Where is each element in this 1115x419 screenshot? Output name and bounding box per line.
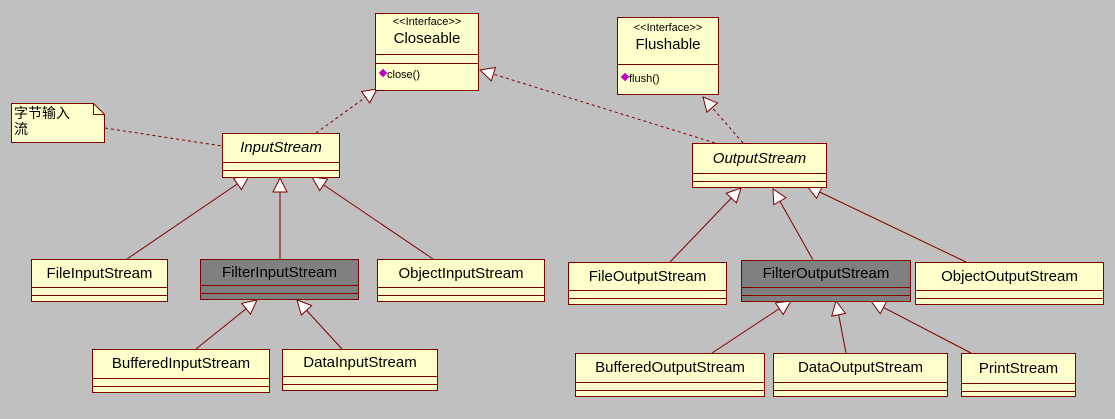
class-inputstream[interactable]: InputStream (222, 133, 340, 178)
class-name: PrintStream (978, 360, 1059, 377)
operations-compartment (283, 384, 437, 391)
class-datainputstream[interactable]: DataInputStream (282, 349, 438, 391)
attributes-compartment (916, 290, 1103, 298)
attributes-compartment (93, 378, 269, 386)
operations-compartment (223, 170, 339, 177)
stereotype-label: <<Interface>> (392, 16, 462, 28)
class-name: ObjectOutputStream (941, 268, 1078, 285)
class-name: Flushable (635, 36, 701, 53)
class-name: DataOutputStream (797, 359, 924, 376)
attributes-compartment (32, 287, 167, 295)
class-fileoutputstream[interactable]: FileOutputStream (568, 262, 727, 305)
operation-marker-icon (620, 72, 630, 82)
operations-compartment (693, 181, 826, 188)
class-name: OutputStream (712, 150, 807, 167)
operation-marker-icon (378, 68, 388, 78)
operation-close: close() (387, 69, 421, 81)
class-closeable[interactable]: <<Interface>> Closeable close() (375, 13, 479, 91)
operations-compartment: flush() (618, 64, 718, 95)
class-objectinputstream[interactable]: ObjectInputStream (377, 259, 545, 302)
inherit-fileoutputstream (669, 188, 741, 263)
note-line-2: 流 (14, 121, 28, 137)
operations-compartment (201, 293, 358, 300)
inherit-objectinputstream (312, 177, 434, 260)
stereotype-label: <<Interface>> (633, 22, 703, 34)
operation-flush: flush() (629, 73, 660, 85)
inherit-bufferedoutputstream (711, 301, 791, 354)
class-bufferedoutputstream[interactable]: BufferedOutputStream (575, 353, 765, 397)
operations-compartment: close() (376, 63, 478, 92)
class-name: FileInputStream (46, 265, 153, 282)
class-bufferedinputstream[interactable]: BufferedInputStream (92, 349, 270, 393)
class-name: Closeable (393, 30, 461, 47)
class-name: FilterInputStream (221, 264, 338, 281)
attributes-compartment (283, 376, 437, 384)
class-name: ObjectInputStream (398, 265, 524, 282)
operations-compartment (916, 298, 1103, 305)
inherit-datainputstream (297, 300, 343, 350)
note-link (104, 127, 223, 147)
note[interactable]: 字节输入 流 (11, 103, 105, 143)
operations-compartment (32, 295, 167, 302)
class-filterinputstream[interactable]: FilterInputStream (200, 259, 359, 300)
operations-compartment (774, 390, 947, 397)
attributes-compartment (576, 382, 764, 390)
class-outputstream[interactable]: OutputStream (692, 143, 827, 188)
realization-inputstream-closeable (315, 89, 377, 134)
inherit-dataoutputstream (836, 301, 847, 354)
operations-compartment (569, 298, 726, 305)
operations-compartment (378, 295, 544, 302)
inherit-printstream (871, 301, 972, 354)
class-name: FilterOutputStream (762, 265, 890, 282)
attributes-compartment (774, 382, 947, 390)
realization-outputstream-flushable (703, 97, 744, 144)
operations-compartment (742, 295, 910, 302)
class-name: InputStream (240, 139, 322, 156)
class-fileinputstream[interactable]: FileInputStream (31, 259, 168, 302)
operations-compartment (93, 386, 269, 393)
attributes-compartment (378, 287, 544, 295)
note-text: 字节输入 流 (14, 105, 94, 137)
class-filteroutputstream[interactable]: FilterOutputStream (741, 260, 911, 302)
attributes-compartment (223, 162, 339, 170)
attributes-compartment (693, 173, 826, 181)
class-flushable[interactable]: <<Interface>> Flushable flush() (617, 17, 719, 95)
attributes-compartment (569, 290, 726, 298)
class-name: BufferedOutputStream (595, 359, 745, 376)
class-dataoutputstream[interactable]: DataOutputStream (773, 353, 948, 397)
note-line-1: 字节输入 (14, 105, 70, 121)
class-name: FileOutputStream (588, 268, 707, 285)
class-name: DataInputStream (303, 354, 417, 371)
attributes-compartment (376, 54, 478, 63)
inherit-objectoutputstream (807, 186, 967, 263)
inherit-fileinputstream (126, 176, 249, 260)
class-printstream[interactable]: PrintStream (961, 353, 1076, 397)
inherit-bufferedinputstream (195, 300, 257, 350)
attributes-compartment (742, 287, 910, 295)
realization-outputstream-closeable (480, 70, 716, 144)
inherit-filteroutputstream (773, 189, 814, 261)
class-objectoutputstream[interactable]: ObjectOutputStream (915, 262, 1104, 305)
operations-compartment (576, 390, 764, 397)
note-shape (11, 103, 105, 143)
class-name: BufferedInputStream (111, 355, 251, 372)
attributes-compartment (201, 285, 358, 293)
operations-compartment (962, 391, 1075, 398)
attributes-compartment (962, 383, 1075, 391)
